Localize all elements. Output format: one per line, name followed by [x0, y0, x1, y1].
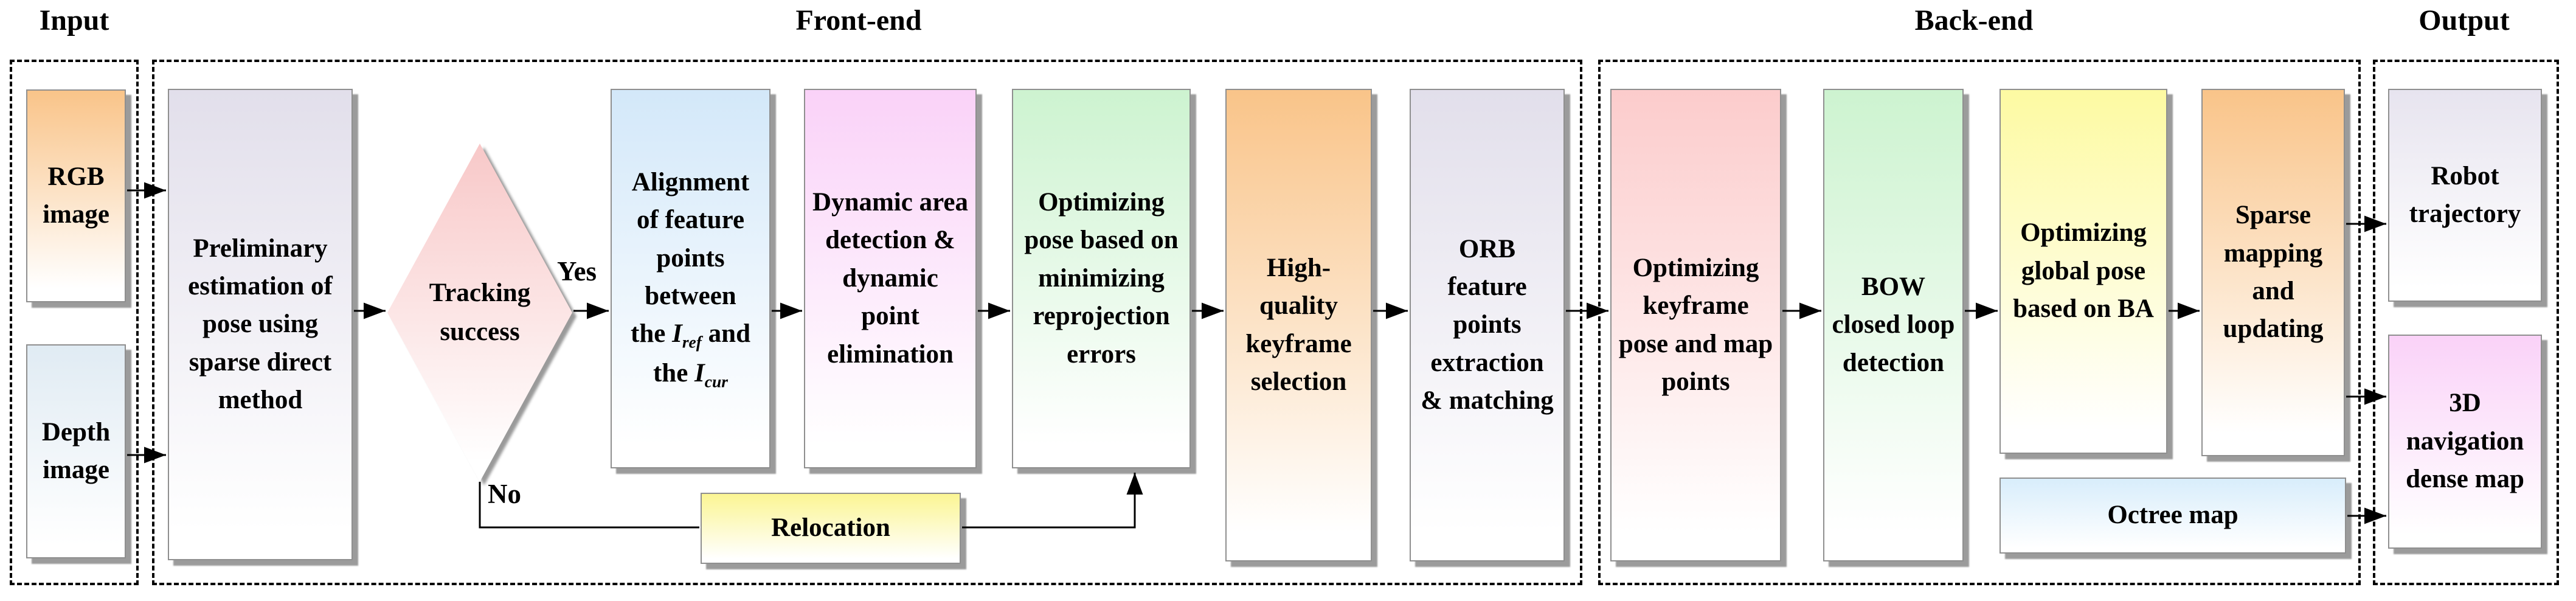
- section-title-backend: Back-end: [1914, 4, 2034, 36]
- backend-section-frame: [1598, 60, 2361, 585]
- node-rgb-image: RGB image: [26, 89, 126, 302]
- text: the: [631, 319, 673, 349]
- iref-line: the Iref and: [618, 315, 763, 354]
- node-label: RGB image: [43, 162, 109, 229]
- node-orb-extraction-matching: ORB feature points extraction & matching: [1410, 89, 1565, 561]
- node-label: Sparse mapping and updating: [2223, 201, 2324, 344]
- no-branch-label: No: [488, 479, 521, 509]
- node-optimize-pose-reprojection: Optimizing pose based on minimizing repr…: [1012, 89, 1191, 468]
- node-robot-trajectory: Robot trajectory: [2388, 89, 2542, 302]
- node-label: Optimizing keyframe pose and map points: [1618, 253, 1773, 396]
- node-label: Dynamic area detection & dynamic point e…: [812, 188, 968, 369]
- node-global-ba-optimization: Optimizing global pose based on BA: [2000, 89, 2167, 454]
- yes-branch-label: Yes: [557, 256, 597, 287]
- node-relocation: Relocation: [701, 493, 961, 564]
- node-label: Optimizing pose based on minimizing repr…: [1024, 188, 1179, 369]
- ref-subscript: ref: [682, 332, 702, 352]
- section-title-output: Output: [2418, 4, 2510, 36]
- node-label: Alignment of feature points between the …: [618, 164, 763, 394]
- node-label: Optimizing global pose based on BA: [2013, 218, 2154, 324]
- diamond-shape: Tracking success: [387, 144, 572, 482]
- section-title-frontend: Front-end: [795, 4, 922, 36]
- node-label: 3D navigation dense map: [2406, 389, 2524, 494]
- node-octree-map: Octree map: [2000, 478, 2346, 554]
- node-label: Octree map: [2107, 501, 2238, 530]
- node-keyframe-selection: High-quality keyframe selection: [1225, 89, 1372, 561]
- input-section-frame: [10, 60, 139, 585]
- node-label: BOW closed loop detection: [1832, 272, 1955, 377]
- node-optimize-keyframe-map-points: Optimizing keyframe pose and map points: [1610, 89, 1781, 561]
- node-label: Tracking success: [429, 278, 531, 347]
- node-tracking-success-decision: Tracking success: [387, 144, 572, 482]
- node-3d-dense-map: 3D navigation dense map: [2388, 335, 2542, 549]
- frontend-section-frame: [152, 60, 1582, 585]
- alignment-text: Alignment of feature points between: [631, 167, 750, 310]
- node-sparse-mapping: Sparse mapping and updating: [2201, 89, 2345, 456]
- node-label: ORB feature points extraction & matching: [1421, 234, 1554, 415]
- node-label: Relocation: [771, 513, 890, 543]
- i-symbol: I: [672, 319, 682, 349]
- node-label: High-quality keyframe selection: [1245, 253, 1352, 396]
- text: and: [701, 319, 750, 349]
- output-section-frame: [2373, 60, 2559, 585]
- node-depth-image: Depth image: [26, 344, 126, 558]
- node-feature-alignment: Alignment of feature points between the …: [611, 89, 770, 468]
- node-label: Preliminary estimation of pose using spa…: [188, 234, 333, 415]
- icur-line: the Icur: [618, 355, 763, 394]
- node-preliminary-pose-estimation: Preliminary estimation of pose using spa…: [168, 89, 353, 560]
- section-title-input: Input: [39, 4, 109, 36]
- cur-subscript: cur: [704, 372, 729, 391]
- i-symbol: I: [694, 358, 705, 387]
- node-label: Robot trajectory: [2409, 161, 2521, 228]
- text: the: [653, 358, 695, 387]
- node-label: Depth image: [41, 417, 111, 484]
- node-bow-loop-detection: BOW closed loop detection: [1823, 89, 1964, 561]
- node-dynamic-area-detection: Dynamic area detection & dynamic point e…: [804, 89, 977, 468]
